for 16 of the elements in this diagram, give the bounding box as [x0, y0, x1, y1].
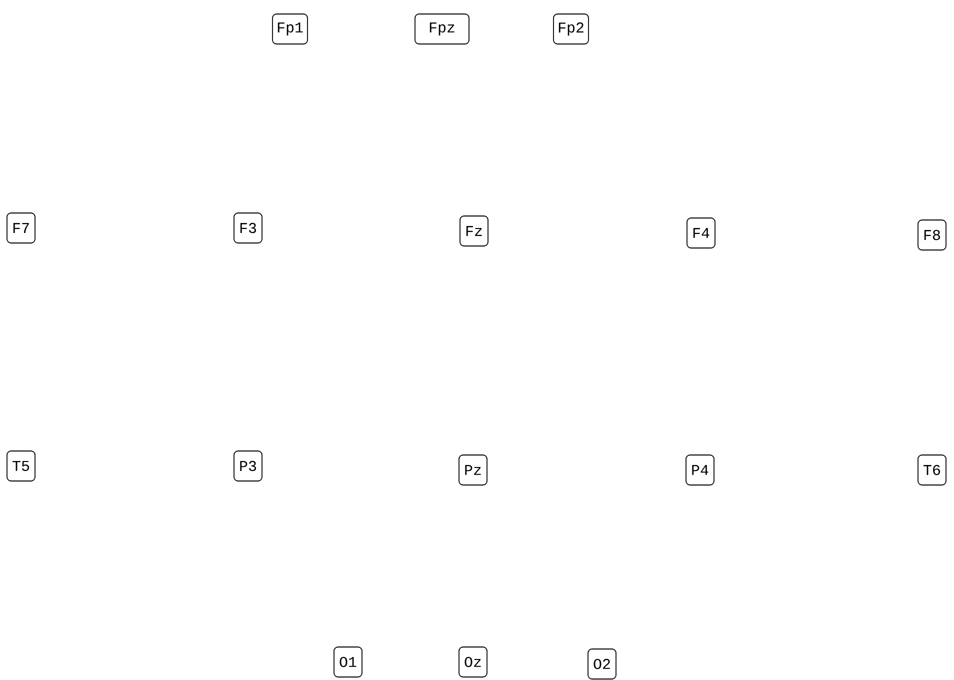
electrode-box: T5: [6, 450, 36, 482]
electrode-box: O2: [588, 648, 616, 680]
electrode-box: Pz: [458, 454, 488, 486]
electrode-box: Oz: [458, 646, 488, 678]
electrode-box: P4: [686, 454, 714, 486]
electrode-box: F7: [6, 212, 36, 244]
electrode-box: Fpz: [414, 14, 470, 44]
electrode-box: F4: [686, 218, 716, 248]
electrode-box: O1: [334, 646, 362, 678]
electrode-box: F3: [234, 212, 262, 244]
electrode-box: T6: [918, 454, 946, 486]
electrode-box: Fp1: [272, 14, 308, 44]
electrode-box: Fp2: [553, 14, 589, 44]
electrode-box: P3: [234, 450, 262, 482]
electrode-box: Fz: [460, 216, 488, 246]
electrode-box: F8: [918, 220, 946, 250]
